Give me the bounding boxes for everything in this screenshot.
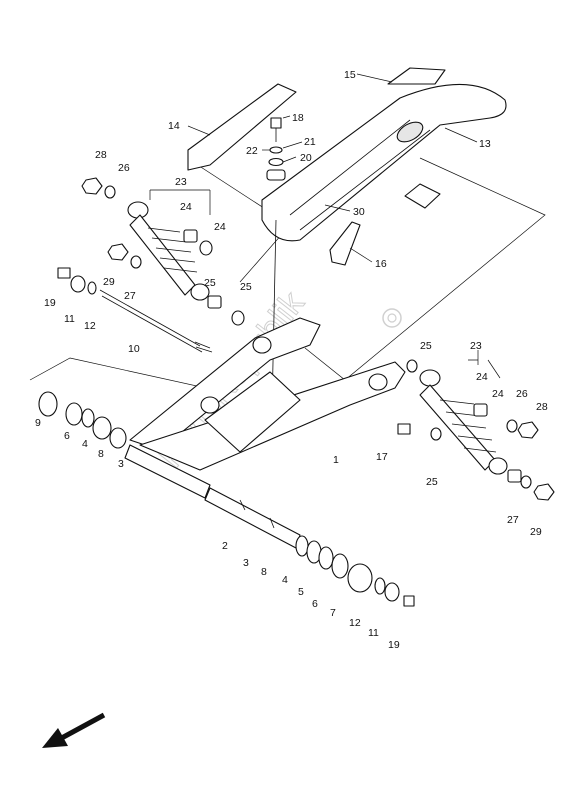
washer-26b <box>506 419 518 433</box>
callouts: 15 13 14 18 22 21 20 28 26 23 24 24 30 1… <box>35 69 548 651</box>
callout-28b: 28 <box>536 401 548 413</box>
pivot-bearings-right <box>295 535 415 607</box>
callout-8a: 8 <box>98 448 104 460</box>
callout-25a: 25 <box>204 277 216 289</box>
callout-24c: 24 <box>476 371 488 383</box>
callout-29b: 29 <box>530 526 542 538</box>
callout-19b: 19 <box>388 639 400 651</box>
left-shock-absorber <box>127 201 210 301</box>
watermark-gear-icon <box>382 308 402 328</box>
callout-30: 30 <box>353 206 365 218</box>
callout-15: 15 <box>344 69 356 81</box>
callout-2: 2 <box>222 540 228 552</box>
callout-17: 17 <box>376 451 388 463</box>
callout-26b: 26 <box>516 388 528 400</box>
callout-11a: 11 <box>64 313 75 325</box>
callout-24a: 24 <box>180 201 192 213</box>
label-sticker <box>404 183 441 209</box>
callout-14: 14 <box>168 120 180 132</box>
callout-24b: 24 <box>214 221 226 233</box>
bushing-24b <box>207 295 222 309</box>
callout-26a: 26 <box>118 162 130 174</box>
callout-27b: 27 <box>507 514 519 526</box>
callout-24d: 24 <box>492 388 504 400</box>
washer-25d <box>430 427 442 441</box>
callout-25d: 25 <box>426 476 438 488</box>
callout-20: 20 <box>300 152 312 164</box>
callout-8b: 8 <box>261 566 267 578</box>
callout-23b: 23 <box>470 340 482 352</box>
callout-16: 16 <box>375 258 387 270</box>
callout-9: 9 <box>35 417 41 429</box>
callout-11b: 11 <box>368 627 379 639</box>
callout-23a: 23 <box>175 176 187 188</box>
chain-protector <box>329 221 361 266</box>
bushing-24a <box>183 229 198 243</box>
bolt-19a <box>57 267 71 279</box>
callout-27a: 27 <box>124 290 136 302</box>
pivot-shaft-10 <box>99 289 213 353</box>
bushing-24c <box>473 403 488 417</box>
cover-plate <box>187 83 297 171</box>
callout-3b: 3 <box>243 557 249 569</box>
nut-28b <box>517 421 539 439</box>
callout-28a: 28 <box>95 149 107 161</box>
callout-1: 1 <box>333 454 339 466</box>
callout-22: 22 <box>246 145 258 157</box>
nut-28a <box>81 177 103 195</box>
callout-19a: 19 <box>44 297 56 309</box>
callout-4b: 4 <box>282 574 288 586</box>
washer-26a <box>104 185 116 199</box>
nut-29a <box>107 243 129 261</box>
collar-11a <box>70 275 86 293</box>
callout-5: 5 <box>298 586 304 598</box>
callout-10: 10 <box>128 343 140 355</box>
callout-12a: 12 <box>84 320 96 332</box>
callout-12b: 12 <box>349 617 361 629</box>
pivot-bearings-left <box>38 391 211 499</box>
washer-25a <box>199 240 213 256</box>
callout-29a: 29 <box>103 276 115 288</box>
callout-18: 18 <box>292 112 304 124</box>
bolt-17 <box>397 423 411 435</box>
callout-13: 13 <box>479 138 491 150</box>
callout-4a: 4 <box>82 438 88 450</box>
washer-25c <box>406 359 418 373</box>
bushing-24d <box>507 469 522 483</box>
right-shock-absorber <box>419 369 508 475</box>
washer-12a <box>87 281 97 295</box>
swingarm <box>129 317 406 471</box>
callout-25b: 25 <box>240 281 252 293</box>
callout-6a: 6 <box>64 430 70 442</box>
chain-guard-cap <box>387 67 446 85</box>
callout-25c: 25 <box>420 340 432 352</box>
leader-lines <box>149 73 501 379</box>
nut-29b <box>533 483 555 501</box>
axle-2 <box>204 487 301 549</box>
callout-3a: 3 <box>118 458 124 470</box>
washer-27b <box>520 475 532 489</box>
callout-7: 7 <box>330 607 336 619</box>
callout-6b: 6 <box>312 598 318 610</box>
chain-guard <box>261 83 507 242</box>
callout-21: 21 <box>304 136 316 148</box>
washer-27a <box>130 255 142 269</box>
front-direction-arrow-icon <box>42 712 106 748</box>
bolt-18 <box>266 117 286 181</box>
washer-25b <box>231 310 245 326</box>
